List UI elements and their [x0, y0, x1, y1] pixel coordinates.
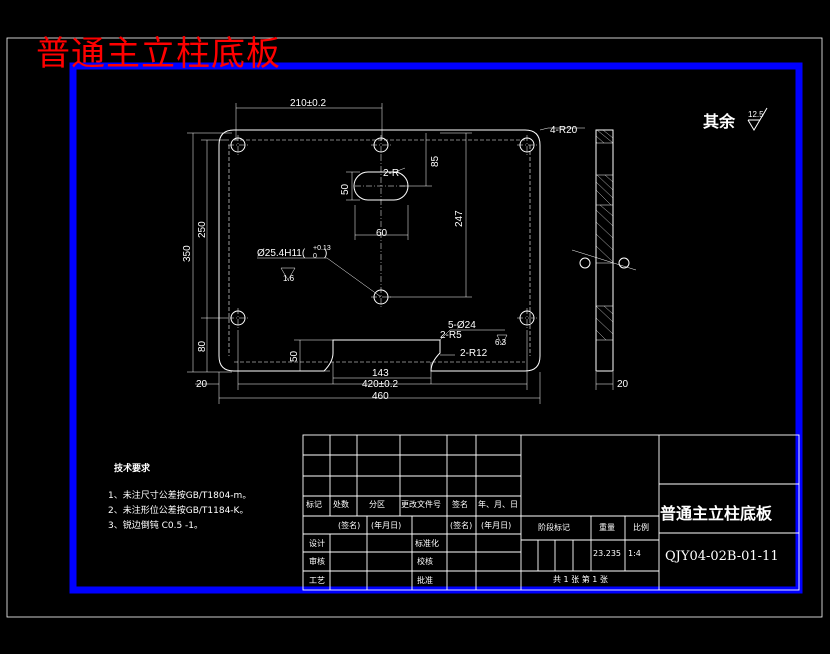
- dim-edge-20: 20: [196, 379, 208, 390]
- dim-r12: 2-R12: [460, 348, 488, 359]
- dim-hole-tol: Ø25.4H11(: [257, 248, 306, 259]
- tb-weight: 重量: [599, 522, 615, 532]
- tb-weight-val: 23.235: [593, 549, 621, 558]
- roughness-value: 12.5: [748, 110, 764, 119]
- tb-scale-val: 1:4: [628, 549, 641, 558]
- tb-review: 审核: [309, 556, 325, 566]
- tb-stage: 阶段标记: [538, 522, 570, 532]
- dim-notch-width: 143: [372, 368, 389, 379]
- outer-frame: [6, 37, 823, 618]
- dim-top-width: 210±0.2: [290, 98, 327, 109]
- tb-fenqu: 分区: [369, 500, 385, 509]
- tb-file: 更改文件号: [401, 499, 441, 509]
- dim-80: 80: [197, 340, 208, 352]
- note-line: 2、未注形位公差按GB/T1184-K。: [108, 506, 249, 516]
- tb-chushu: 处数: [333, 499, 349, 509]
- dim-250: 250: [197, 221, 208, 238]
- technical-notes: 技术要求 1、未注尺寸公差按GB/T1804-m。 2、未注形位公差按GB/T1…: [108, 462, 251, 534]
- note-line: 1、未注尺寸公差按GB/T1804-m。: [108, 491, 252, 501]
- dim-slot-width: 60: [376, 228, 388, 239]
- tb-sign: 签名: [452, 499, 468, 509]
- title-block-title: 普通主立柱底板: [660, 504, 773, 523]
- dim-hole-tol-close: ): [324, 248, 327, 259]
- title-block-lines: [302, 434, 800, 591]
- dim-hole-rough: 1.6: [283, 274, 295, 283]
- slot-hole: [353, 171, 409, 201]
- hidden-lines: [228, 139, 531, 363]
- dimension-lines: [187, 103, 585, 404]
- dim-r5: 2-R5: [440, 330, 462, 341]
- dim-hole-spacing: 420±0.2: [362, 379, 399, 390]
- tb-sign2: (签名): [338, 520, 360, 530]
- dim-hole-tol-sup: +0.13: [313, 245, 331, 252]
- tb-check: 校核: [417, 556, 433, 566]
- tb-process: 工艺: [309, 576, 325, 585]
- dim-corner-radius: 4-R20: [550, 125, 578, 136]
- notes-header: 技术要求: [114, 464, 151, 474]
- dim-slot-height: 50: [340, 183, 351, 195]
- tb-date3: (年月日): [481, 520, 511, 530]
- dim-holes-5: 5-Ø24: [448, 320, 476, 331]
- drawing-code: QJY04-02B-01-11: [665, 549, 779, 564]
- side-view: [571, 129, 637, 390]
- tb-sheets: 共 1 张 第 1 张: [553, 574, 608, 584]
- center-lines: [228, 135, 537, 328]
- roughness-symbol: [747, 107, 768, 131]
- tb-sign3: (签名): [450, 520, 472, 530]
- dim-slot-radius: 2-R: [383, 168, 399, 179]
- tb-standard: 标准化: [415, 538, 439, 548]
- tb-biaoji: 标记: [306, 499, 322, 509]
- drawing-title: 普通主立柱底板: [36, 34, 281, 74]
- dim-85: 85: [430, 155, 441, 167]
- dim-350: 350: [182, 245, 193, 262]
- dim-247: 247: [454, 210, 465, 227]
- tb-approve: 批准: [417, 575, 433, 585]
- dim-notch-height: 50: [289, 350, 300, 362]
- note-line: 3、锐边倒钝 C0.5 -1。: [108, 521, 204, 531]
- tb-date2: (年月日): [371, 520, 401, 530]
- tb-date: 年、月、日: [478, 499, 518, 509]
- roughness-label: 其余: [703, 112, 736, 131]
- tb-design: 设计: [309, 538, 325, 548]
- dim-total-width: 460: [372, 391, 389, 402]
- dim-side-thickness: 20: [617, 379, 629, 390]
- dim-rough-63: 6.3: [495, 338, 507, 347]
- dim-hole-tol-sub: 0: [313, 253, 317, 260]
- tb-scale: 比例: [633, 522, 649, 532]
